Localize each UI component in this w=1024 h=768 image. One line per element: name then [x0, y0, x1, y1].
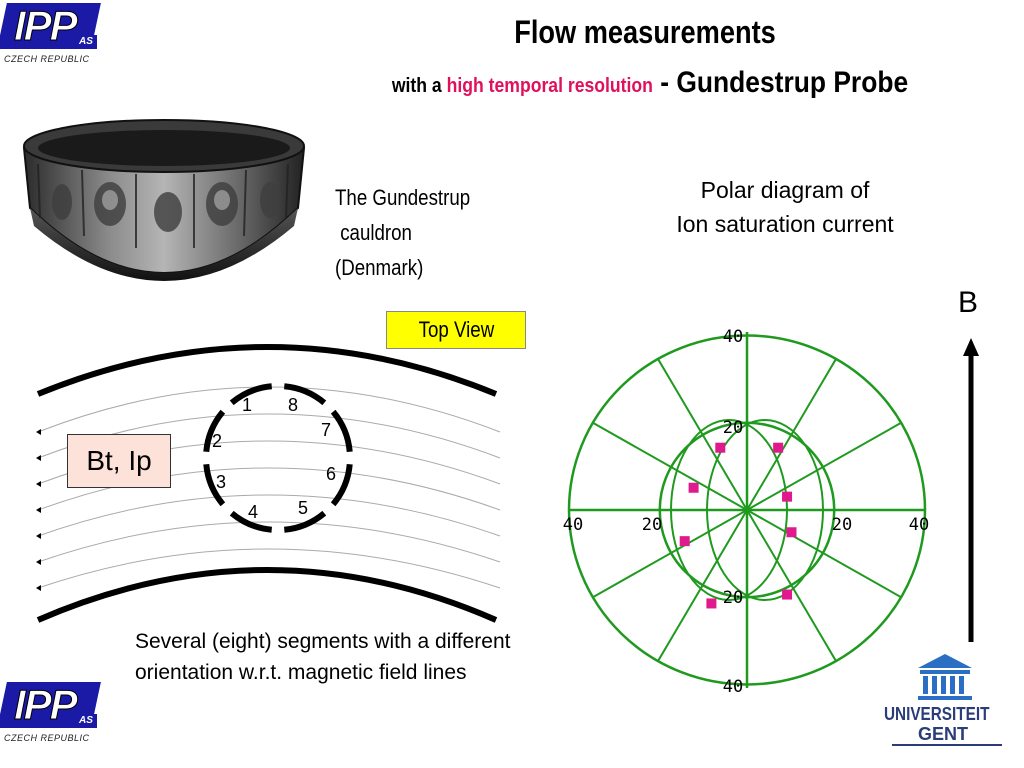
tick-label: 20 — [642, 515, 662, 535]
segments-description: Several (eight) segments with a differen… — [135, 630, 511, 684]
segment-number: 8 — [288, 395, 298, 415]
segment-number: 7 — [321, 420, 331, 440]
slide-subtitle: with a high temporal resolution - Gundes… — [342, 66, 958, 100]
cauldron-image — [22, 119, 306, 281]
segment-number: 1 — [242, 395, 252, 415]
field-arrowheads — [36, 429, 41, 591]
data-point — [782, 491, 793, 502]
university-name: UNIVERSITEIT — [884, 704, 990, 724]
university-city: GENT — [917, 724, 968, 744]
top-view-label: Top View — [386, 311, 526, 349]
tick-label: 40 — [723, 677, 743, 697]
segment-number: 4 — [248, 502, 258, 522]
tick-label: 40 — [563, 515, 583, 535]
lower-wall — [36, 567, 498, 623]
ipp-logo: IPP AS CZECH REPUBLIC — [0, 2, 101, 65]
polar-chart: 40 20 20 40 40 20 20 40 — [563, 327, 929, 697]
segment-number: 2 — [212, 431, 222, 451]
probe-segment — [229, 510, 273, 533]
b-field-arrow — [963, 338, 979, 642]
ugent-logo: UNIVERSITEIT GENT — [882, 652, 1010, 756]
cauldron-caption: The Gundestrup cauldron (Denmark) — [335, 185, 471, 280]
data-point — [786, 527, 797, 538]
logo-subtitle: CZECH REPUBLIC — [4, 54, 90, 64]
probe-segment — [330, 409, 353, 453]
data-point — [688, 482, 699, 493]
probe-segment — [203, 463, 226, 507]
subtitle-highlight: high temporal resolution — [446, 75, 653, 97]
tick-label: 40 — [909, 515, 929, 535]
slide-title: Flow measurements — [514, 14, 776, 50]
segment-number: 3 — [216, 472, 226, 492]
ipp-logo-bottom: IPP AS CZECH REPUBLIC — [0, 681, 101, 744]
university-underline — [892, 744, 1002, 746]
logo-text-bottom: IPP — [14, 681, 79, 729]
data-point — [773, 442, 784, 453]
logo-subtitle-bottom: CZECH REPUBLIC — [4, 733, 90, 743]
b-field-label: B — [958, 286, 979, 319]
polar-grid — [567, 332, 927, 688]
probe-segment — [330, 463, 353, 507]
bt-ip-label: Bt, Ip — [67, 434, 171, 488]
data-point — [706, 598, 717, 609]
subtitle-prefix: with a — [391, 75, 447, 97]
tick-label: 40 — [723, 327, 743, 347]
upper-wall — [36, 344, 498, 397]
polar-tick-labels: 40 20 20 40 40 20 20 40 — [563, 327, 929, 697]
data-point — [715, 442, 726, 453]
logo-text: IPP — [14, 2, 79, 50]
probe-segment — [283, 383, 327, 406]
field-lines — [37, 386, 501, 589]
tick-label: 20 — [723, 588, 743, 608]
spoke — [592, 421, 902, 599]
probe-segment — [283, 510, 327, 533]
polar-points — [679, 442, 797, 609]
logo-badge: AS — [75, 35, 97, 49]
polar-title-line1: Polar diagram of — [700, 177, 870, 203]
data-point — [782, 589, 793, 600]
probe-segments — [203, 383, 353, 533]
probe-segment — [203, 409, 226, 453]
segment-number: 6 — [326, 464, 336, 484]
data-point — [679, 536, 690, 547]
logo-badge-bottom: AS — [75, 714, 97, 728]
building-icon — [918, 654, 972, 700]
tick-label: 20 — [723, 418, 743, 438]
polar-diagram-title: Polar diagram of Ion saturation current — [630, 173, 940, 241]
segment-number: 5 — [298, 498, 308, 518]
probe-segment — [229, 383, 273, 406]
subtitle-suffix: - Gundestrup Probe — [652, 66, 909, 99]
polar-title-line2: Ion saturation current — [676, 211, 894, 237]
tick-label: 20 — [832, 515, 852, 535]
